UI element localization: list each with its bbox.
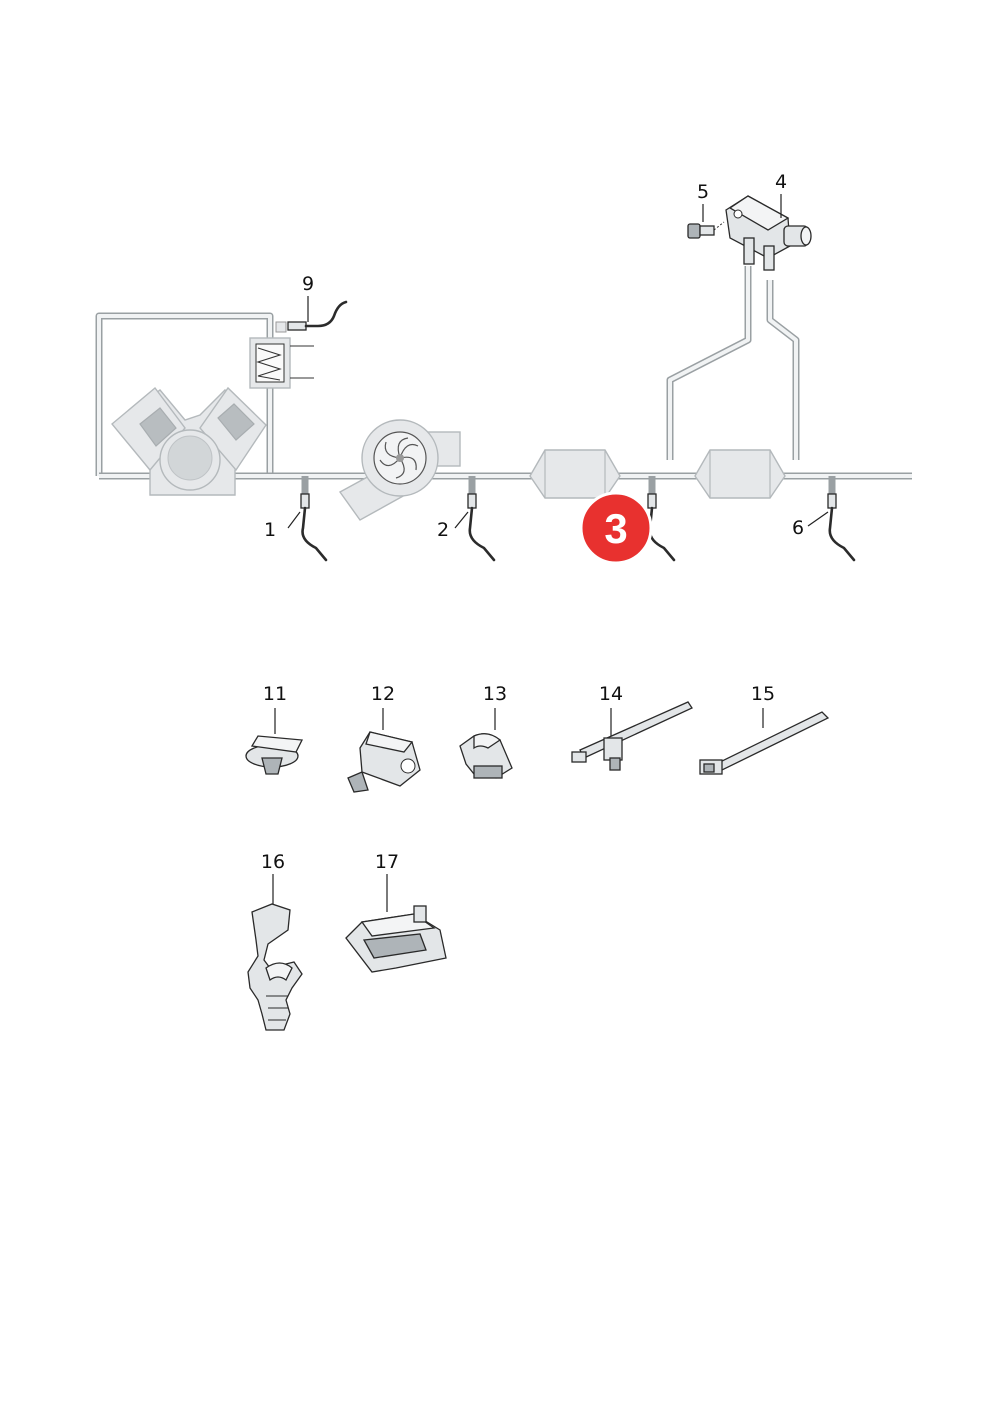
clip-11 bbox=[245, 708, 304, 775]
temperature-sensor-1 bbox=[300, 493, 328, 562]
callout-11: 11 bbox=[263, 683, 287, 705]
highlight-badge-circle bbox=[579, 491, 653, 565]
callout-4: 4 bbox=[775, 171, 787, 193]
callout-14: 14 bbox=[599, 683, 623, 705]
callout-17: 17 bbox=[375, 851, 399, 873]
highlight-badge-label: 3 bbox=[604, 505, 627, 552]
clip-12 bbox=[347, 708, 421, 793]
bolt-5 bbox=[687, 221, 725, 239]
callout-5: 5 bbox=[697, 181, 709, 203]
callout-9: 9 bbox=[302, 273, 314, 295]
temperature-sensor-9 bbox=[287, 300, 348, 331]
callout-15: 15 bbox=[751, 683, 775, 705]
callout-13: 13 bbox=[483, 683, 507, 705]
pressure-sensor-4 bbox=[725, 195, 812, 271]
callout-12: 12 bbox=[371, 683, 395, 705]
holder-17 bbox=[345, 874, 447, 973]
callout-1: 1 bbox=[264, 519, 276, 541]
egr-cooler-icon bbox=[249, 321, 314, 389]
callout-2: 2 bbox=[437, 519, 449, 541]
highlight-badge-3[interactable]: 3 bbox=[579, 491, 653, 565]
particulate-filter-icon bbox=[694, 449, 786, 499]
holder-16 bbox=[247, 874, 303, 1031]
callout-6: 6 bbox=[792, 517, 804, 539]
catalytic-converter-icon bbox=[529, 449, 621, 499]
turbocharger-icon bbox=[338, 419, 461, 521]
temperature-sensor-2 bbox=[467, 493, 496, 562]
callout-labels: 1 2 4 5 6 9 11 12 13 14 15 16 17 bbox=[261, 171, 804, 873]
clip-13 bbox=[459, 708, 513, 779]
engine-block-icon bbox=[111, 386, 267, 496]
cable-tie-14 bbox=[571, 701, 693, 771]
temperature-sensor-6 bbox=[827, 493, 856, 562]
cable-tie-15 bbox=[699, 708, 830, 775]
callout-16: 16 bbox=[261, 851, 285, 873]
